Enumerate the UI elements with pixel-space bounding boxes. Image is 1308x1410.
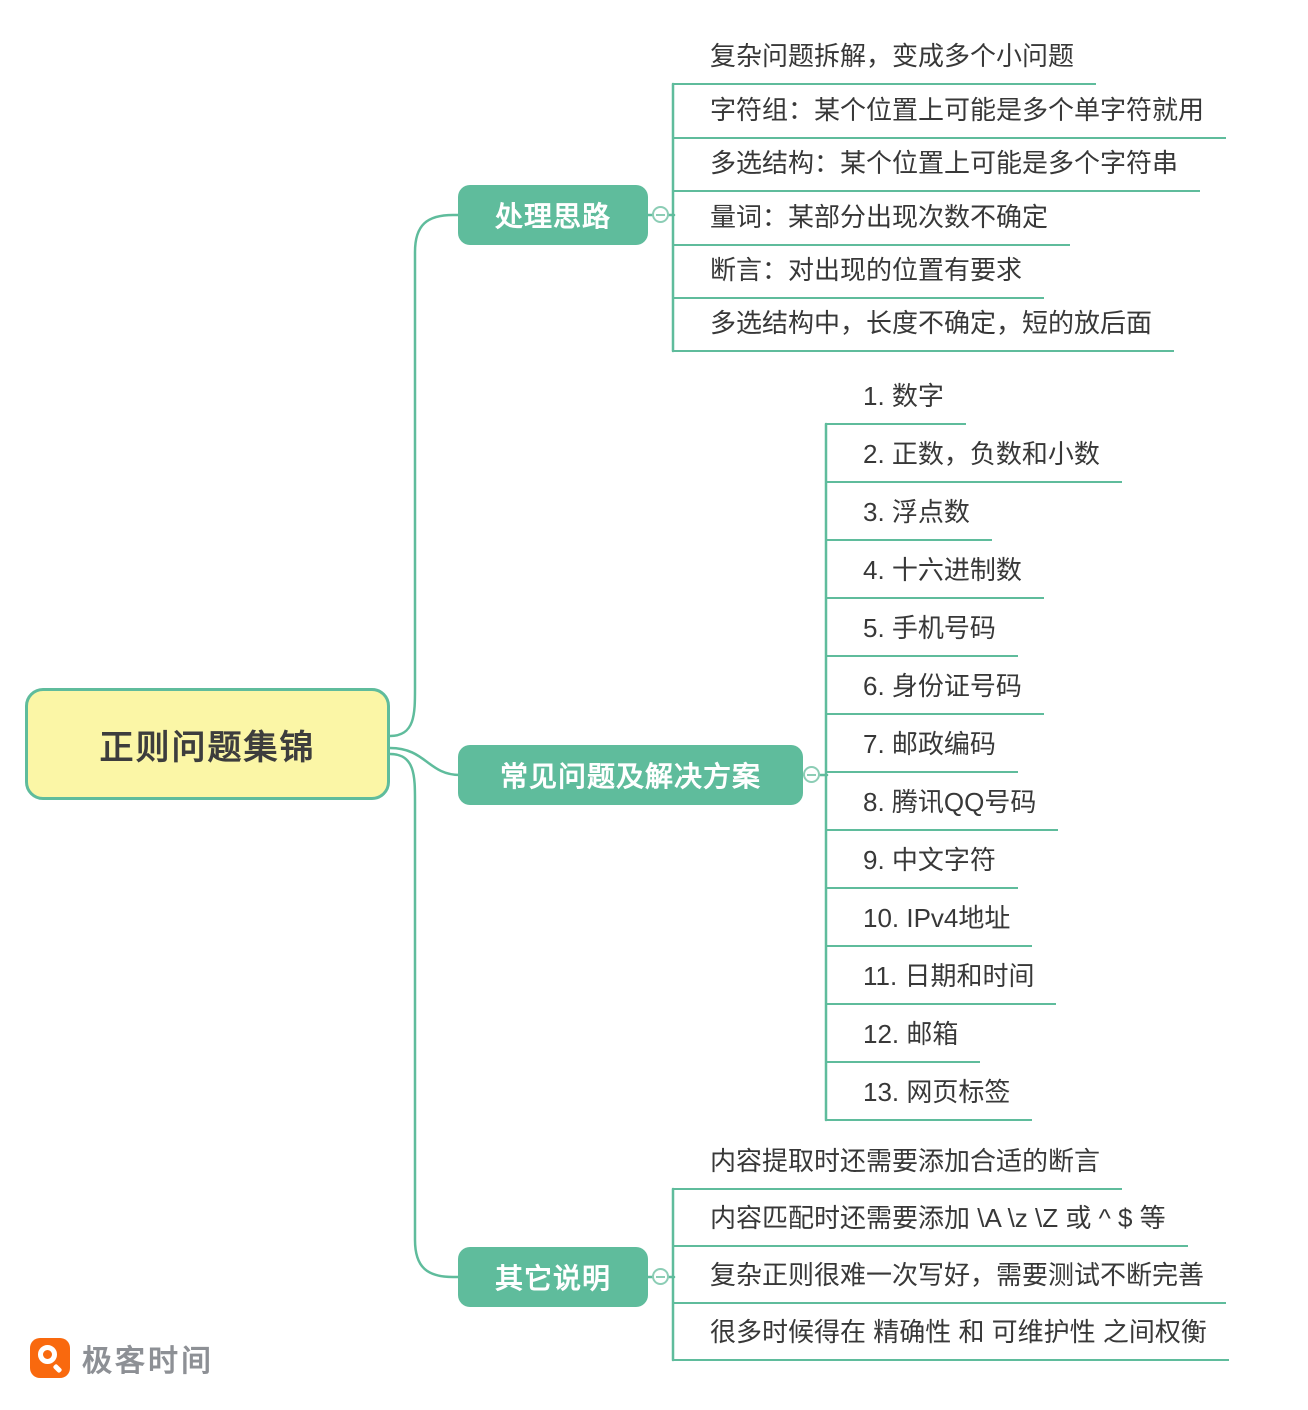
branch-other-notes[interactable]: 其它说明 xyxy=(458,1247,648,1307)
geek-time-logo: 极客时间 xyxy=(30,1336,214,1380)
child-node[interactable]: 量词：某部分出现次数不确定 xyxy=(672,200,1071,246)
child-node[interactable]: 多选结构：某个位置上可能是多个字符串 xyxy=(672,146,1201,192)
edge-root-branch-other-notes xyxy=(388,752,462,1279)
logo-tail-shape xyxy=(52,1363,63,1374)
branch-common-problems[interactable]: 常见问题及解决方案 xyxy=(458,745,803,805)
child-node[interactable]: 内容匹配时还需要添加 \A \z \Z 或 ^ $ 等 xyxy=(672,1201,1188,1247)
child-node[interactable]: 很多时候得在 精确性 和 可维护性 之间权衡 xyxy=(672,1315,1229,1361)
child-node[interactable]: 内容提取时还需要添加合适的断言 xyxy=(672,1144,1123,1190)
minus-icon xyxy=(807,773,816,776)
child-node[interactable]: 4. 十六进制数 xyxy=(825,553,1044,599)
collapse-icon[interactable] xyxy=(652,1268,669,1285)
child-node[interactable]: 5. 手机号码 xyxy=(825,611,1018,657)
child-node[interactable]: 复杂问题拆解，变成多个小问题 xyxy=(672,39,1097,85)
geek-time-logo-icon xyxy=(30,1338,70,1378)
child-node[interactable]: 2. 正数，负数和小数 xyxy=(825,437,1122,483)
child-node[interactable]: 字符组：某个位置上可能是多个单字符就用 xyxy=(672,93,1227,139)
geek-time-logo-text: 极客时间 xyxy=(82,1345,214,1378)
child-node[interactable]: 1. 数字 xyxy=(825,379,966,425)
child-node[interactable]: 12. 邮箱 xyxy=(825,1017,981,1063)
collapse-icon[interactable] xyxy=(803,766,820,783)
child-node[interactable]: 11. 日期和时间 xyxy=(825,959,1057,1005)
minus-icon xyxy=(656,1275,665,1278)
edge-root-branch-approach xyxy=(388,213,462,738)
child-node[interactable]: 复杂正则很难一次写好，需要测试不断完善 xyxy=(672,1258,1227,1304)
child-node[interactable]: 7. 邮政编码 xyxy=(825,727,1018,773)
root-node-label: 正则问题集锦 xyxy=(99,728,316,767)
root-node[interactable]: 正则问题集锦 xyxy=(25,688,390,800)
collapse-icon[interactable] xyxy=(652,206,669,223)
edge-root-branch-common-problems xyxy=(388,746,462,777)
minus-icon xyxy=(656,213,665,216)
child-node[interactable]: 9. 中文字符 xyxy=(825,843,1018,889)
child-node[interactable]: 13. 网页标签 xyxy=(825,1075,1033,1121)
branch-approach[interactable]: 处理思路 xyxy=(458,185,648,245)
child-node[interactable]: 多选结构中，长度不确定，短的放后面 xyxy=(672,306,1175,352)
child-node[interactable]: 断言：对出现的位置有要求 xyxy=(672,253,1045,299)
child-node[interactable]: 10. IPv4地址 xyxy=(825,901,1033,947)
child-node[interactable]: 6. 身份证号码 xyxy=(825,669,1044,715)
child-node[interactable]: 8. 腾讯QQ号码 xyxy=(825,785,1059,831)
child-node[interactable]: 3. 浮点数 xyxy=(825,495,992,541)
logo-ring-shape xyxy=(38,1345,57,1364)
